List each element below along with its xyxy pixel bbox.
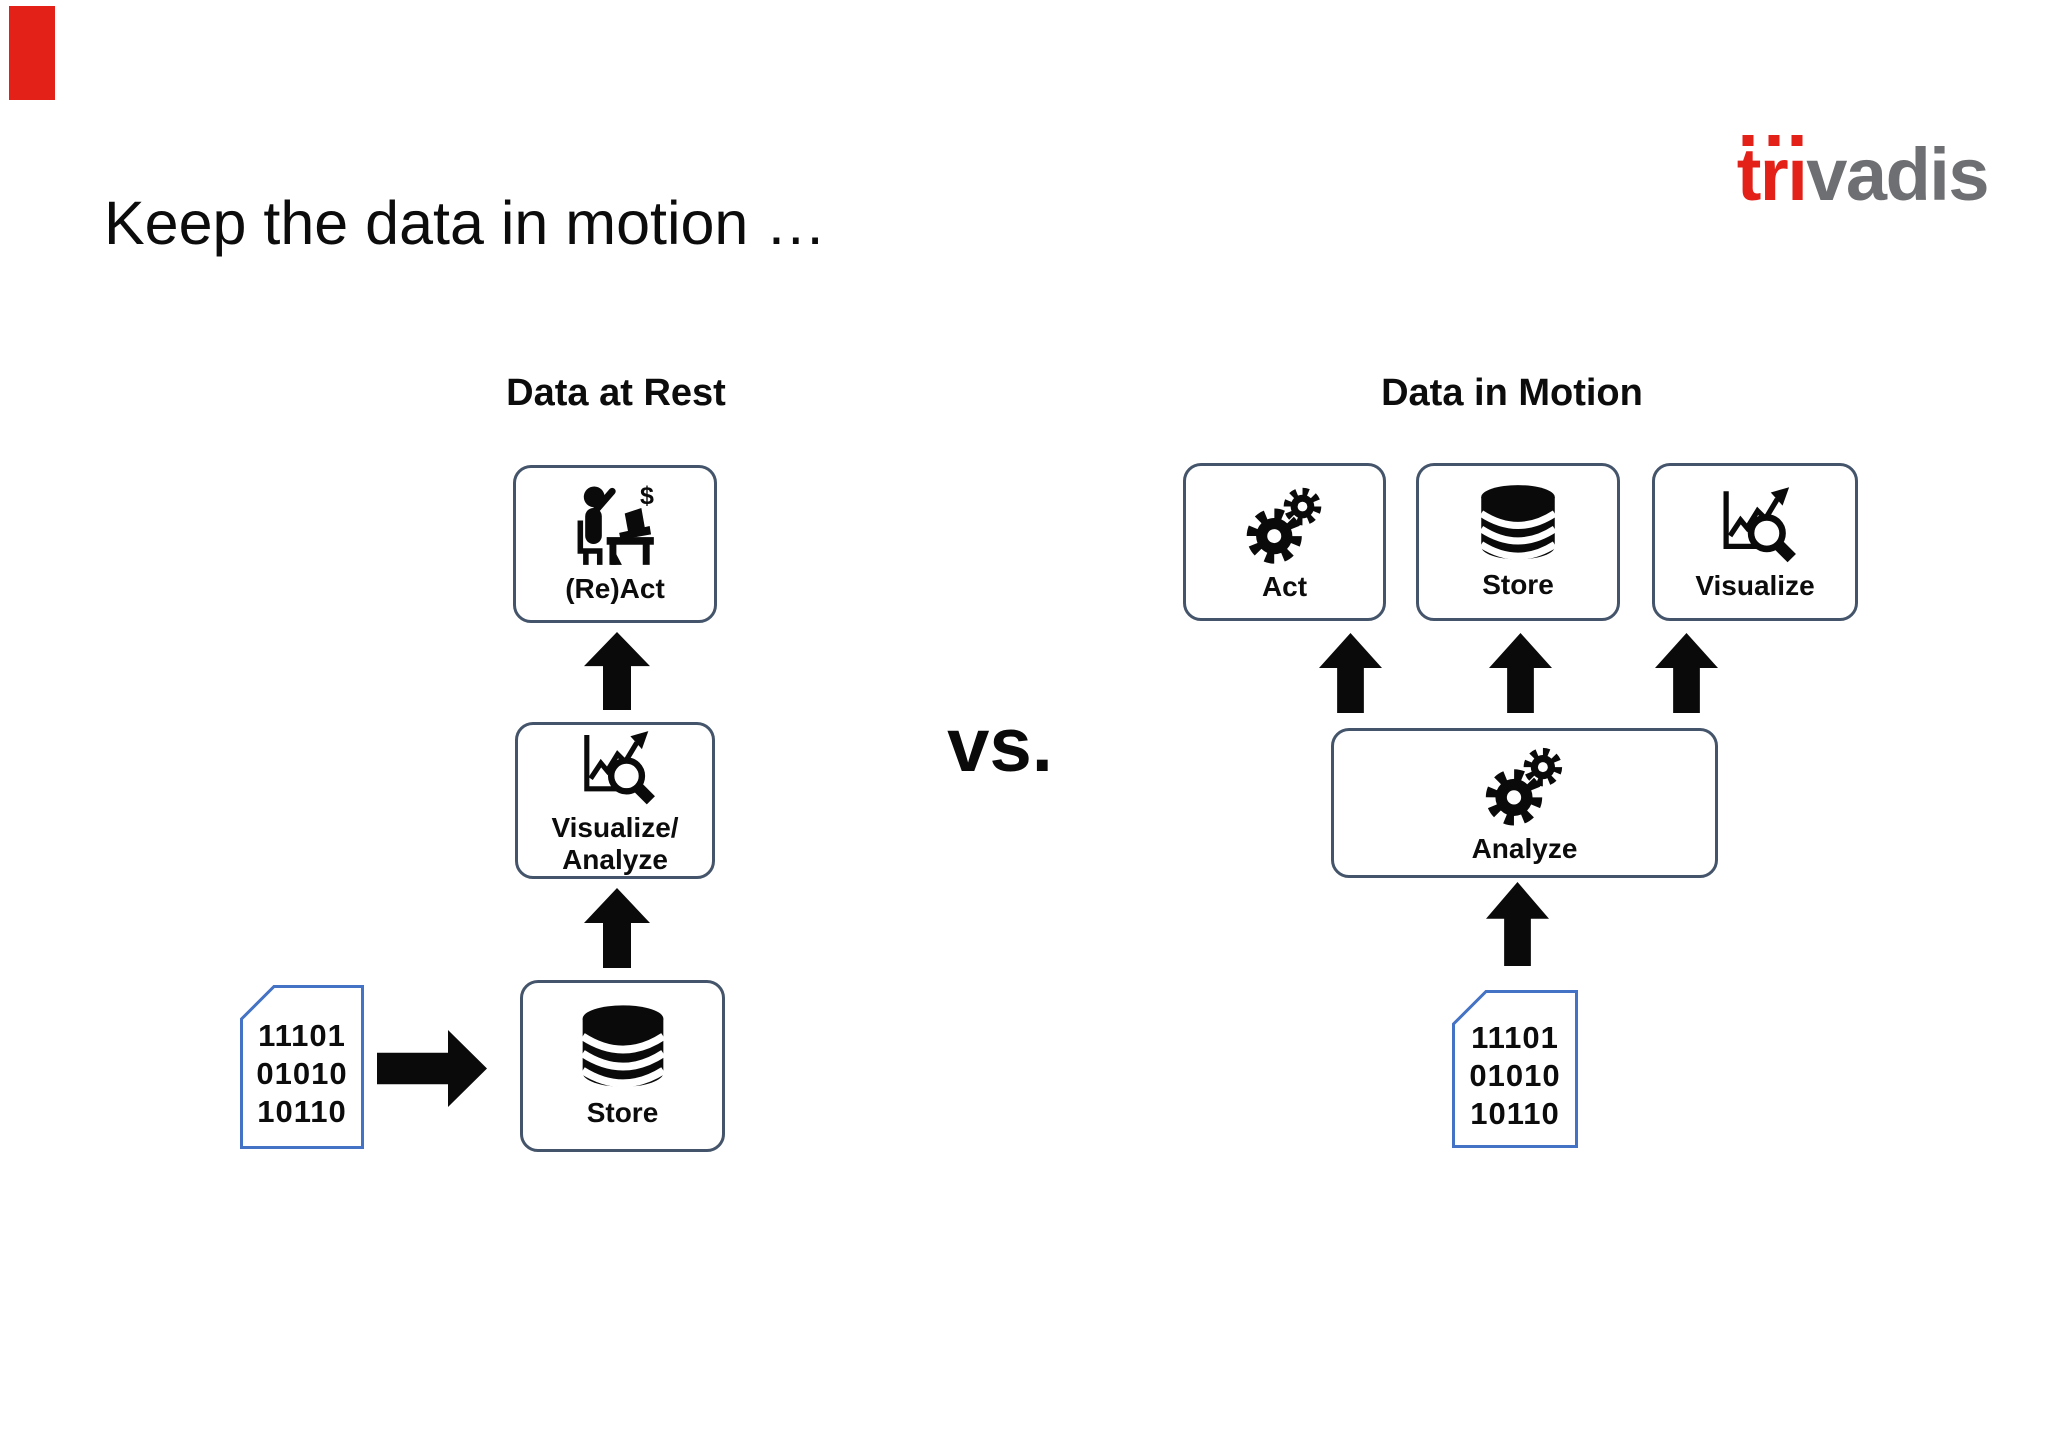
chart-magnifier-icon bbox=[574, 726, 656, 808]
up-arrow bbox=[584, 632, 650, 710]
database-icon bbox=[573, 1003, 673, 1093]
up-arrow bbox=[1655, 633, 1718, 713]
box-visualize-analyze: Visualize/ Analyze bbox=[515, 722, 715, 879]
document-shape bbox=[1452, 990, 1578, 1148]
trivadis-logo: trıvadis bbox=[1736, 132, 1990, 217]
box-analyze: Analyze bbox=[1331, 728, 1718, 878]
heading-data-in-motion: Data in Motion bbox=[1381, 372, 1643, 414]
binary-document-left: 11101 01010 10110 bbox=[240, 985, 364, 1149]
logo-letter-t: t bbox=[1736, 133, 1762, 216]
up-arrow bbox=[1486, 882, 1549, 966]
logo-text-gray: vadis bbox=[1806, 133, 1989, 216]
box-store-left: Store bbox=[520, 980, 725, 1152]
up-arrow bbox=[1319, 633, 1382, 713]
binary-text: 11101 01010 10110 bbox=[1469, 1020, 1561, 1131]
up-arrow bbox=[1489, 633, 1552, 713]
slide-title: Keep the data in motion … bbox=[104, 189, 827, 257]
box-act-label: Act bbox=[1261, 571, 1308, 603]
red-accent-bar bbox=[9, 6, 55, 100]
box-visualize: Visualize bbox=[1652, 463, 1858, 621]
binary-text: 11101 01010 10110 bbox=[256, 1018, 348, 1129]
binary-document-right: 11101 01010 10110 bbox=[1452, 990, 1578, 1148]
box-visualize-label: Visualize bbox=[1695, 570, 1815, 602]
gears-icon bbox=[1242, 481, 1328, 567]
person-desk-dollar-icon bbox=[565, 483, 665, 569]
up-arrow bbox=[584, 888, 650, 968]
chart-magnifier-icon bbox=[1713, 482, 1797, 566]
logo-letter-r: r bbox=[1759, 133, 1789, 216]
box-store-left-label: Store bbox=[586, 1097, 659, 1129]
box-react: (Re)Act bbox=[513, 465, 717, 623]
database-icon bbox=[1472, 483, 1564, 565]
box-act: Act bbox=[1183, 463, 1386, 621]
right-arrow bbox=[377, 1030, 487, 1107]
box-store-right: Store bbox=[1416, 463, 1620, 621]
logo-letter-i: ı bbox=[1787, 133, 1808, 216]
heading-data-at-rest: Data at Rest bbox=[506, 372, 726, 414]
box-visualize-analyze-label: Visualize/ Analyze bbox=[551, 812, 679, 875]
box-analyze-label: Analyze bbox=[1471, 833, 1578, 865]
box-store-right-label: Store bbox=[1482, 569, 1554, 601]
document-shape bbox=[240, 985, 364, 1149]
gears-icon bbox=[1481, 741, 1569, 829]
vs-label: vs. bbox=[947, 703, 1053, 788]
box-react-label: (Re)Act bbox=[565, 573, 665, 605]
